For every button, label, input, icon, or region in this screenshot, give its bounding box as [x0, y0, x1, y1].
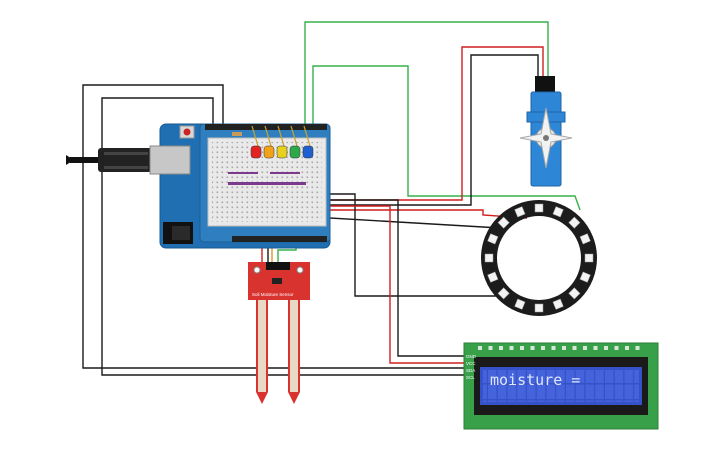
usb-connector-icon [66, 145, 191, 175]
wire-black-lcd-scl [101, 97, 467, 376]
ring-led [584, 253, 594, 263]
lcd-display-text: moisture = [490, 371, 580, 389]
lcd-header-pin [604, 346, 608, 350]
ring-led [568, 287, 581, 300]
ring-led [487, 271, 499, 283]
lcd-header-pin [488, 346, 493, 350]
lcd-pin-label: GND [466, 354, 477, 359]
wire-red-lcd-vcc [330, 205, 467, 364]
servo-motor [519, 76, 573, 187]
lcd-header-pin [499, 346, 503, 350]
led [302, 125, 314, 159]
led [250, 125, 262, 159]
ring-led [497, 287, 510, 300]
ring-led [484, 253, 494, 263]
wires [82, 21, 581, 376]
soil-moisture-sensor: Soil Moisture Sensor [248, 262, 310, 404]
ring-led [534, 303, 544, 313]
lcd-header-pin [541, 346, 545, 350]
ring-leds [484, 203, 594, 313]
lcd-header-pin [635, 346, 640, 350]
resistor [232, 132, 242, 136]
lcd-header-pin [593, 346, 598, 350]
wire-green-servo [304, 21, 549, 127]
ring-led [579, 271, 591, 283]
sensor-label: Soil Moisture Sensor [252, 292, 294, 297]
led [276, 125, 288, 159]
ring-led [552, 298, 564, 310]
lcd-header-dots [478, 346, 640, 350]
lcd-header-pin [478, 346, 482, 350]
ring-led [514, 298, 526, 310]
ring-led [568, 216, 581, 229]
ring-led [534, 203, 544, 213]
lcd-pin-labels: GND VCC SDA SCL [466, 354, 477, 380]
led [289, 125, 301, 159]
ring-led [552, 206, 564, 218]
led-row [250, 125, 314, 159]
ring-led [514, 206, 526, 218]
wire-green-ring [312, 65, 581, 211]
ring-led [579, 233, 591, 245]
lcd-header-pin [509, 346, 514, 350]
lcd-header-pin [625, 346, 629, 350]
lcd-pin-label: SDA [466, 368, 475, 373]
lcd-header-pin [551, 346, 556, 350]
neopixel-ring [481, 200, 597, 316]
power-jack-icon [163, 222, 193, 244]
wire-black-lcd-sda [82, 84, 467, 369]
lcd-header-pin [562, 346, 566, 350]
lcd-pin-label: VCC [466, 361, 476, 366]
wire-black-servo [262, 54, 539, 206]
lcd-header-pin [530, 346, 535, 350]
ring-led [497, 216, 510, 229]
wire-black-ring-bottom [330, 193, 505, 297]
lcd-header-pin [583, 346, 587, 350]
wire-black-lcd-gnd [330, 199, 467, 357]
lcd-header-pin [614, 346, 619, 350]
lcd-module: moisture = GND VCC SDA SCL [463, 342, 659, 430]
lcd-header-pin [520, 346, 524, 350]
lcd-header-pin [572, 346, 577, 350]
led [263, 125, 275, 159]
ring-led [487, 233, 499, 245]
prototyping-shield [199, 123, 331, 243]
lcd-pin-label: SCL [466, 375, 475, 380]
